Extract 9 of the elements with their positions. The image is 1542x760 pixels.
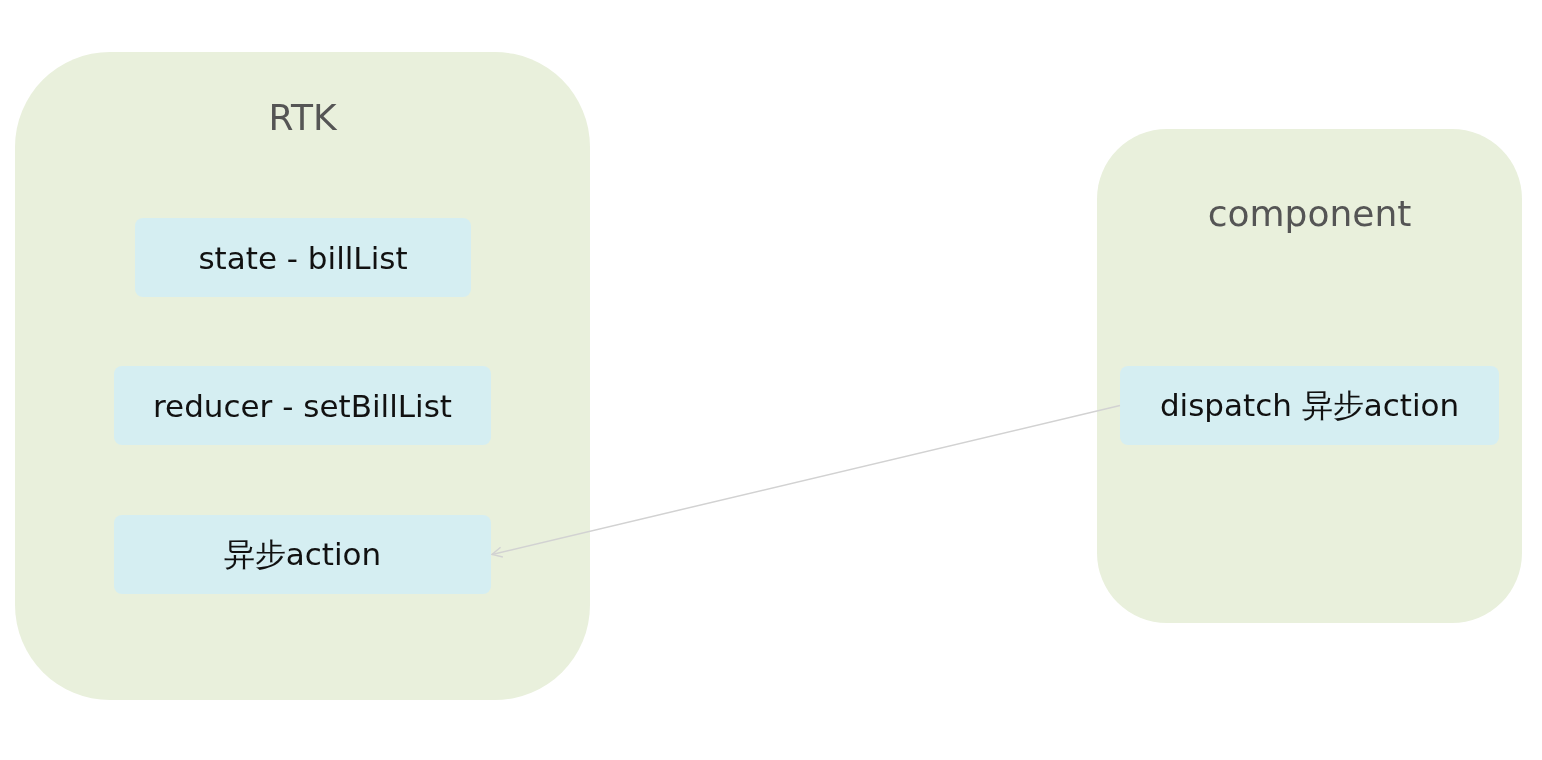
group-container [1097, 129, 1522, 623]
process-box: dispatch 异步action [1120, 366, 1499, 445]
group-title: component [1207, 193, 1412, 234]
process-box: 异步action [114, 515, 491, 594]
group-title: RTK [268, 97, 337, 138]
process-box: state - billList [135, 218, 471, 297]
process-box: reducer - setBillList [114, 366, 491, 445]
group-container [15, 52, 590, 700]
arrow [491, 404, 1121, 558]
